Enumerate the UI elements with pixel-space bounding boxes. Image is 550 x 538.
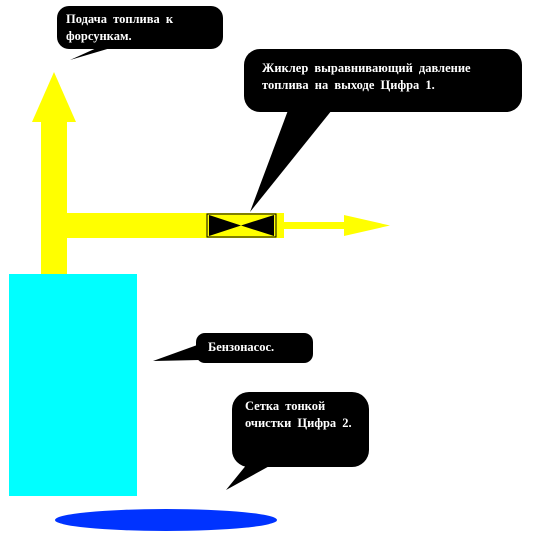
- fuel-pump: [9, 274, 137, 496]
- callout-fuel-supply: [57, 6, 223, 60]
- filter-label: Сетка тонкой очистки Цифра 2.: [245, 399, 352, 430]
- fuel-supply-arrow: [32, 72, 76, 122]
- callout-pump-box: [196, 333, 313, 363]
- callout-filter: [226, 392, 369, 490]
- callout-filter-tail: [226, 458, 284, 490]
- fuel-supply-label: Подача топлива к форсункам.: [66, 12, 174, 43]
- callout-filter-box: [232, 392, 369, 467]
- callout-pump-tail: [153, 344, 200, 361]
- callout-jet-box: [244, 49, 522, 112]
- jet-left-triangle: [209, 215, 241, 236]
- callout-fuel-supply-box: [57, 6, 223, 49]
- fuel-supply-pipe: [41, 120, 67, 275]
- fine-filter-mesh: [55, 509, 277, 531]
- outlet-arrow: [344, 215, 390, 236]
- callout-jet: [244, 49, 522, 212]
- callout-pump: [153, 333, 313, 363]
- pump-label: Бензонасос.: [208, 340, 275, 354]
- callout-jet-tail: [250, 105, 336, 212]
- jet-label: Жиклер выравнивающий давление топлива на…: [262, 61, 471, 92]
- jet-right-triangle: [241, 215, 274, 236]
- jet-symbol: [206, 213, 277, 238]
- outlet-pipe: [284, 222, 346, 229]
- callout-fuel-supply-tail: [70, 42, 131, 60]
